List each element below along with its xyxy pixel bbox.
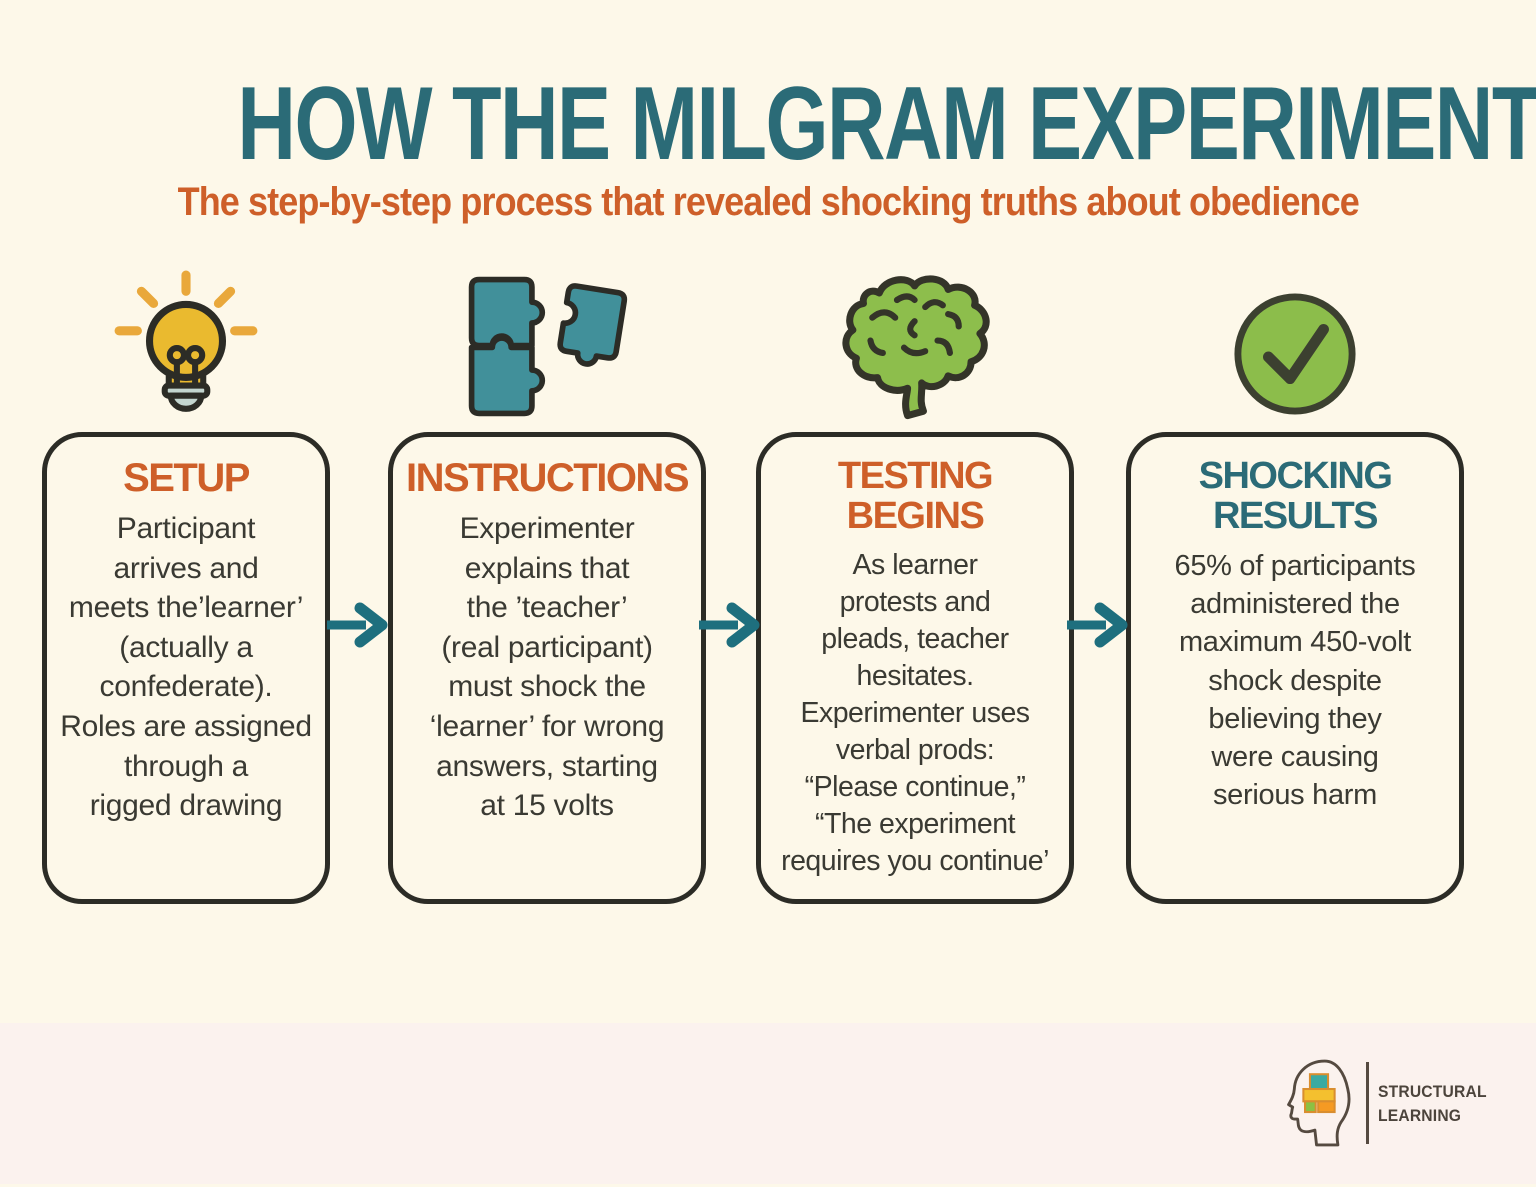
flow-arrow-3 — [1067, 602, 1128, 648]
steps-row: SETUP Participant arrives and meets the’… — [0, 260, 1536, 920]
footer-strip: STRUCTURAL LEARNING — [0, 1023, 1536, 1184]
testing-begins-body: As learner protests and pleads, teacher … — [781, 548, 1049, 878]
head-logo-icon — [1286, 1059, 1351, 1147]
testing-begins-card: TESTING BEGINS As learner protests and p… — [756, 432, 1074, 904]
step-shocking-results: SHOCKING RESULTS 65% of participants adm… — [1126, 260, 1464, 904]
shocking-results-card: SHOCKING RESULTS 65% of participants adm… — [1126, 432, 1464, 904]
flow-arrow-2 — [699, 602, 760, 648]
step-testing-begins: TESTING BEGINS As learner protests and p… — [756, 260, 1074, 904]
checkmark-circle-icon — [1126, 260, 1464, 420]
instructions-title: INSTRUCTIONS — [406, 456, 690, 500]
shocking-results-title: SHOCKING RESULTS — [1198, 455, 1393, 537]
brain-icon — [756, 260, 1074, 420]
shocking-results-body: 65% of participants administered the max… — [1174, 549, 1416, 812]
lightbulb-icon — [42, 260, 330, 420]
page-title-text: HOW THE MILGRAM EXPERIMENT WORKED — [237, 66, 1536, 182]
testing-begins-title: TESTING BEGINS — [837, 455, 994, 537]
puzzle-icon — [388, 260, 706, 420]
step-setup: SETUP Participant arrives and meets the’… — [42, 260, 330, 904]
structural-learning-logo: STRUCTURAL LEARNING — [1282, 1057, 1496, 1149]
instructions-card: INSTRUCTIONS Experimenter explains that … — [388, 432, 706, 904]
page-title: HOW THE MILGRAM EXPERIMENT WORKED — [0, 72, 1536, 176]
page-subtitle: The step-by-step process that revealed s… — [0, 182, 1536, 222]
setup-body: Participant arrives and meets the’learne… — [60, 512, 312, 823]
step-instructions: INSTRUCTIONS Experimenter explains that … — [388, 260, 706, 904]
instructions-body: Experimenter explains that the ’teacher’… — [429, 512, 665, 823]
setup-card: SETUP Participant arrives and meets the’… — [42, 432, 330, 904]
logo-line-2: LEARNING — [1377, 1105, 1462, 1125]
setup-title: SETUP — [123, 456, 250, 500]
logo-wordmark: STRUCTURAL LEARNING — [1378, 1083, 1496, 1124]
page-subtitle-text: The step-by-step process that revealed s… — [177, 180, 1359, 224]
logo-line-1: STRUCTURAL — [1377, 1081, 1487, 1101]
flow-arrow-1 — [327, 602, 388, 648]
logo-divider — [1365, 1062, 1369, 1144]
